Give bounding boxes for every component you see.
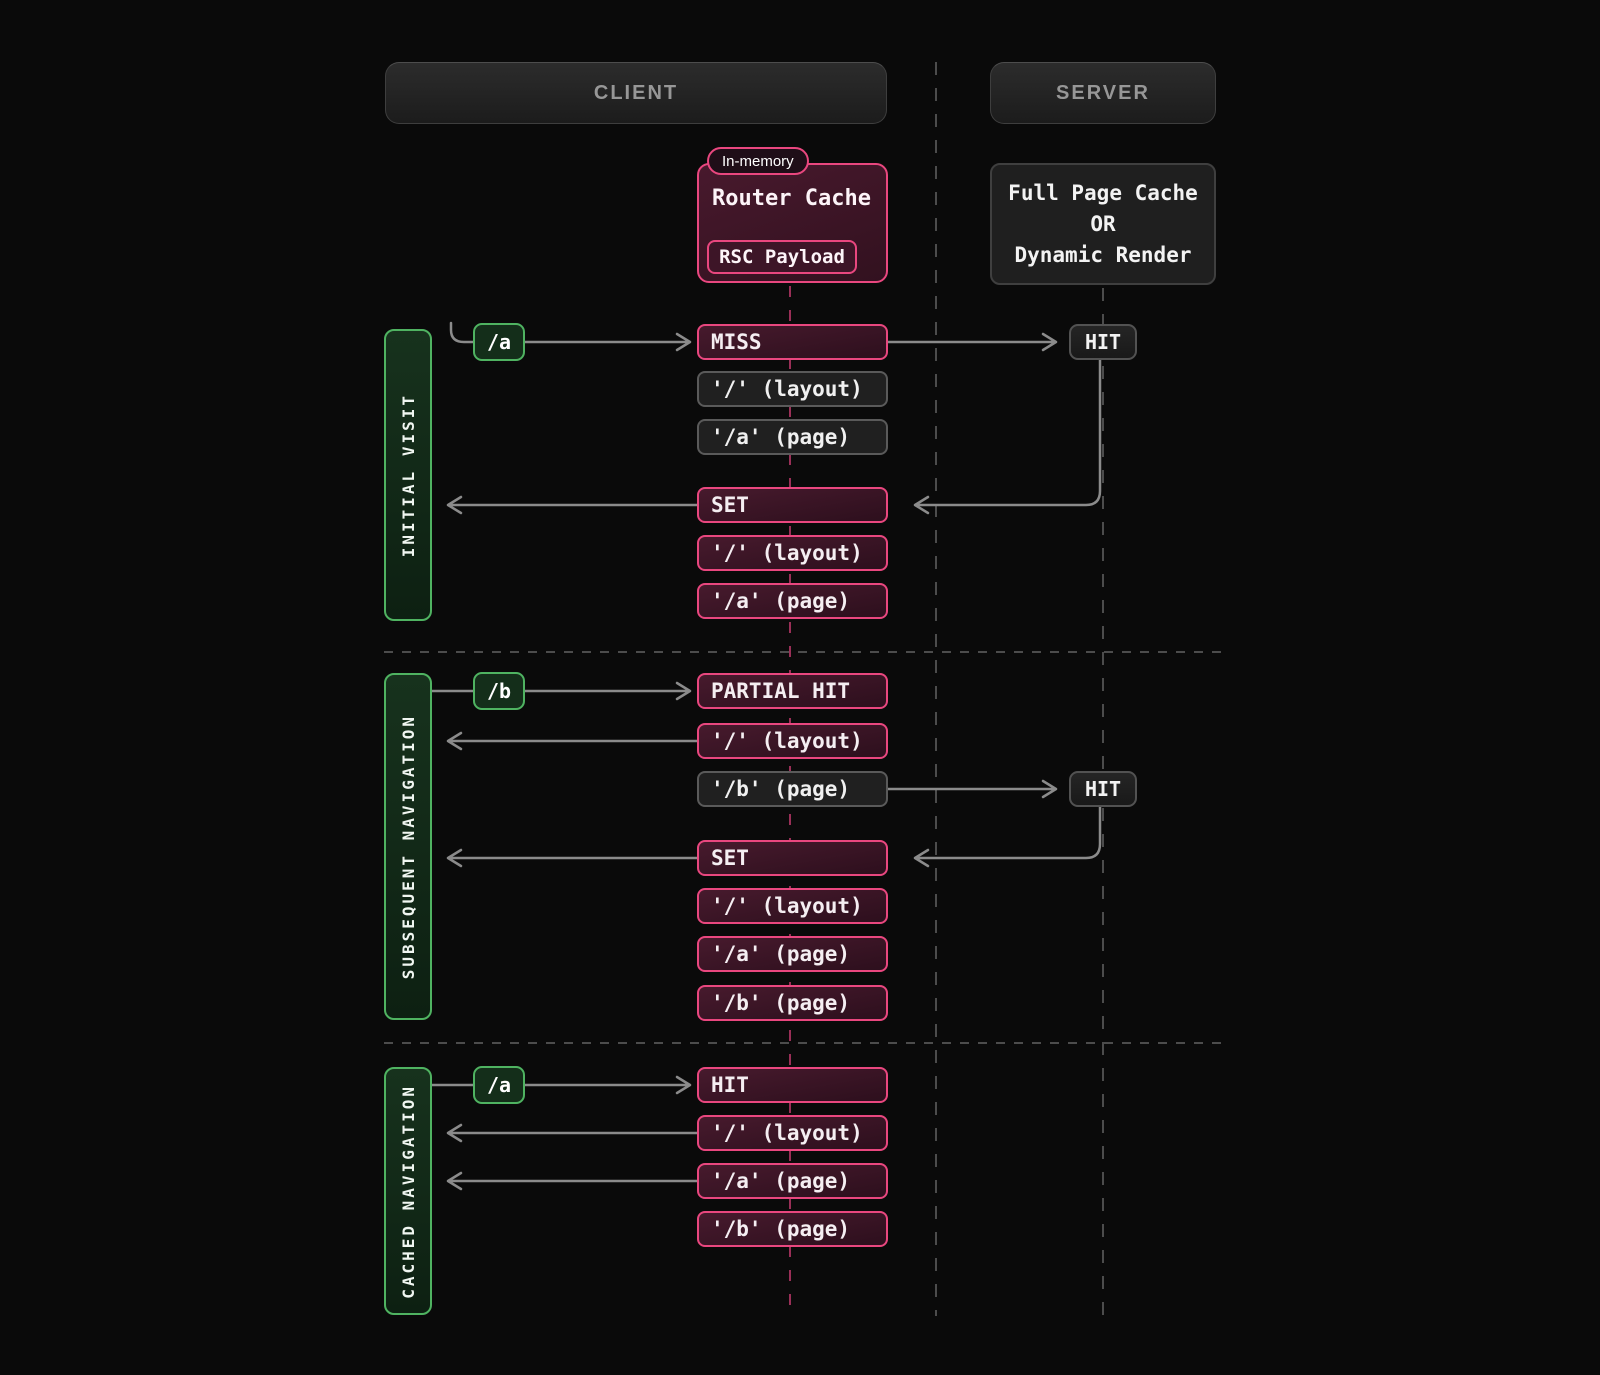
server-cache-line-2: OR xyxy=(1090,211,1116,236)
s3-cache-return-page-b: '/b' (page) xyxy=(697,1211,888,1247)
rsc-payload-label: RSC Payload xyxy=(719,246,845,268)
section-bar-subsequent-navigation: SUBSEQUENT NAVIGATION xyxy=(384,673,432,1020)
server-cache-line-3: Dynamic Render xyxy=(1014,242,1192,267)
s2-server-status-hit: HIT xyxy=(1069,771,1137,807)
section-bar-initial-visit: INITIAL VISIT xyxy=(384,329,432,621)
server-cache-line-1: Full Page Cache xyxy=(1008,180,1198,205)
s2-response-item-layout: '/' (layout) xyxy=(697,888,888,924)
rsc-payload-pill: RSC Payload xyxy=(707,240,857,274)
s1-response-item-page-a: '/a' (page) xyxy=(697,583,888,619)
section-label-cached-navigation: CACHED NAVIGATION xyxy=(398,1083,418,1299)
s1-route-hook xyxy=(449,321,475,344)
s2-cache-status-partial-hit: PARTIAL HIT xyxy=(697,673,888,709)
section-bar-cached-navigation: CACHED NAVIGATION xyxy=(384,1067,432,1315)
in-memory-tag: In-memory xyxy=(707,147,809,175)
s2-arrow-layout-to-client xyxy=(446,731,699,751)
route-badge-b-s2-label: /b xyxy=(486,679,512,703)
s3-cache-status-hit: HIT xyxy=(697,1067,888,1103)
s1-arrow-route-to-miss xyxy=(523,332,692,352)
s1-request-item-layout: '/' (layout) xyxy=(697,371,888,407)
section-label-initial-visit: INITIAL VISIT xyxy=(398,392,418,558)
in-memory-tag-label: In-memory xyxy=(722,152,794,170)
route-badge-a-s3-label: /a xyxy=(486,1073,512,1097)
s1-server-status-hit: HIT xyxy=(1069,324,1137,360)
server-cache-box: Full Page Cache OR Dynamic Render xyxy=(990,163,1216,285)
s1-arrow-miss-to-server-hit xyxy=(886,332,1058,352)
route-badge-a-s3: /a xyxy=(473,1066,525,1104)
s2-response-item-page-b: '/b' (page) xyxy=(697,985,888,1021)
server-column-header: SERVER xyxy=(990,62,1216,124)
s1-arrow-set-to-client xyxy=(446,495,699,515)
s1-return-server-to-set xyxy=(913,358,1102,515)
client-column-header: CLIENT xyxy=(385,62,887,124)
route-badge-b-s2: /b xyxy=(473,672,525,710)
s2-cache-return-layout: '/' (layout) xyxy=(697,723,888,759)
s3-arrow-route-to-hit xyxy=(523,1075,692,1095)
s1-request-item-page-a: '/a' (page) xyxy=(697,419,888,455)
route-badge-a-s1-label: /a xyxy=(486,330,512,354)
s1-response-item-layout: '/' (layout) xyxy=(697,535,888,571)
router-cache-title: Router Cache xyxy=(712,186,871,211)
section-label-subsequent-navigation: SUBSEQUENT NAVIGATION xyxy=(398,713,418,980)
s2-arrow-route-to-partial-hit xyxy=(523,681,692,701)
s3-arrow-layout-to-client xyxy=(446,1123,699,1143)
s1-cache-action-set: SET xyxy=(697,487,888,523)
s2-cache-action-set: SET xyxy=(697,840,888,876)
s3-arrow-pagea-to-client xyxy=(446,1171,699,1191)
server-header-label: SERVER xyxy=(1056,81,1150,104)
s2-arrow-set-to-client xyxy=(446,848,699,868)
s3-cache-return-page-a: '/a' (page) xyxy=(697,1163,888,1199)
client-header-label: CLIENT xyxy=(593,81,679,104)
route-badge-a-s1: /a xyxy=(473,323,525,361)
s2-return-server-to-set xyxy=(913,805,1102,868)
s2-arrow-pageb-to-server-hit xyxy=(886,779,1058,799)
s2-response-item-page-a: '/a' (page) xyxy=(697,936,888,972)
s3-cache-return-layout: '/' (layout) xyxy=(697,1115,888,1151)
s1-cache-status-miss: MISS xyxy=(697,324,888,360)
s2-server-request-page-b: '/b' (page) xyxy=(697,771,888,807)
